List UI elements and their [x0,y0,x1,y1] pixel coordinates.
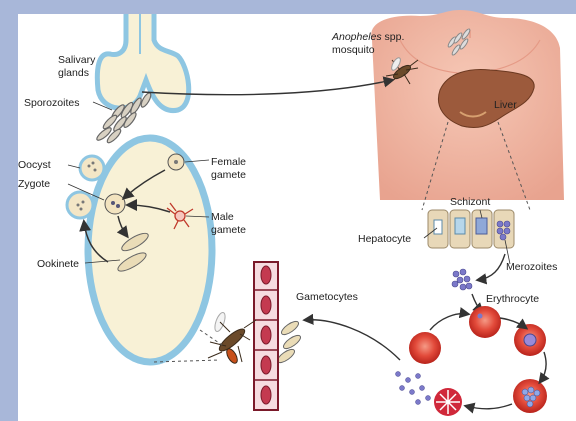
rbc-schizont [513,379,547,413]
rbc-cycle [396,306,548,416]
label-male-gamete-2: gamete [211,224,246,236]
oocyst [80,156,104,180]
label-schizont: Schizont [450,196,490,208]
released-merozoites [396,372,431,405]
label-female-gamete-1: Female [211,156,246,168]
mosquito-bottom [208,311,256,365]
hepatocytes [428,210,514,248]
arrow-to-gametocytes [305,320,400,360]
rbc-erythrocyte [469,306,501,338]
arrow-schizont-to-merozoites [478,254,505,280]
label-female-gamete-2: gamete [211,169,246,181]
label-male-gamete-1: Male [211,211,234,223]
rbc-left [409,332,441,364]
label-salivary-glands-2: glands [58,67,89,79]
label-liver: Liver [494,99,517,111]
label-merozoites: Merozoites [506,261,557,273]
label-salivary-glands-1: Salivary [58,54,96,66]
rbc-bursting [434,388,462,416]
gametocytes [276,319,303,365]
label-erythrocyte: Erythrocyte [486,293,539,305]
mosquito-midgut [88,138,212,362]
salivary-gland [97,14,188,111]
label-hepatocyte: Hepatocyte [358,233,411,245]
label-gametocytes: Gametocytes [296,291,358,303]
female-gamete [168,154,184,170]
label-oocyst: Oocyst [18,159,51,171]
label-mosquito-species: Anopheles spp. [331,31,404,43]
oocyst-2 [67,192,93,218]
rbc-ring [514,324,546,356]
merozoites-free [452,269,472,290]
label-zygote: Zygote [18,178,50,190]
label-sporozoites: Sporozoites [24,97,79,109]
blood-vessel [254,262,278,410]
zygote [105,194,125,214]
label-ookinete: Ookinete [37,258,79,270]
label-mosquito: mosquito [332,44,375,56]
